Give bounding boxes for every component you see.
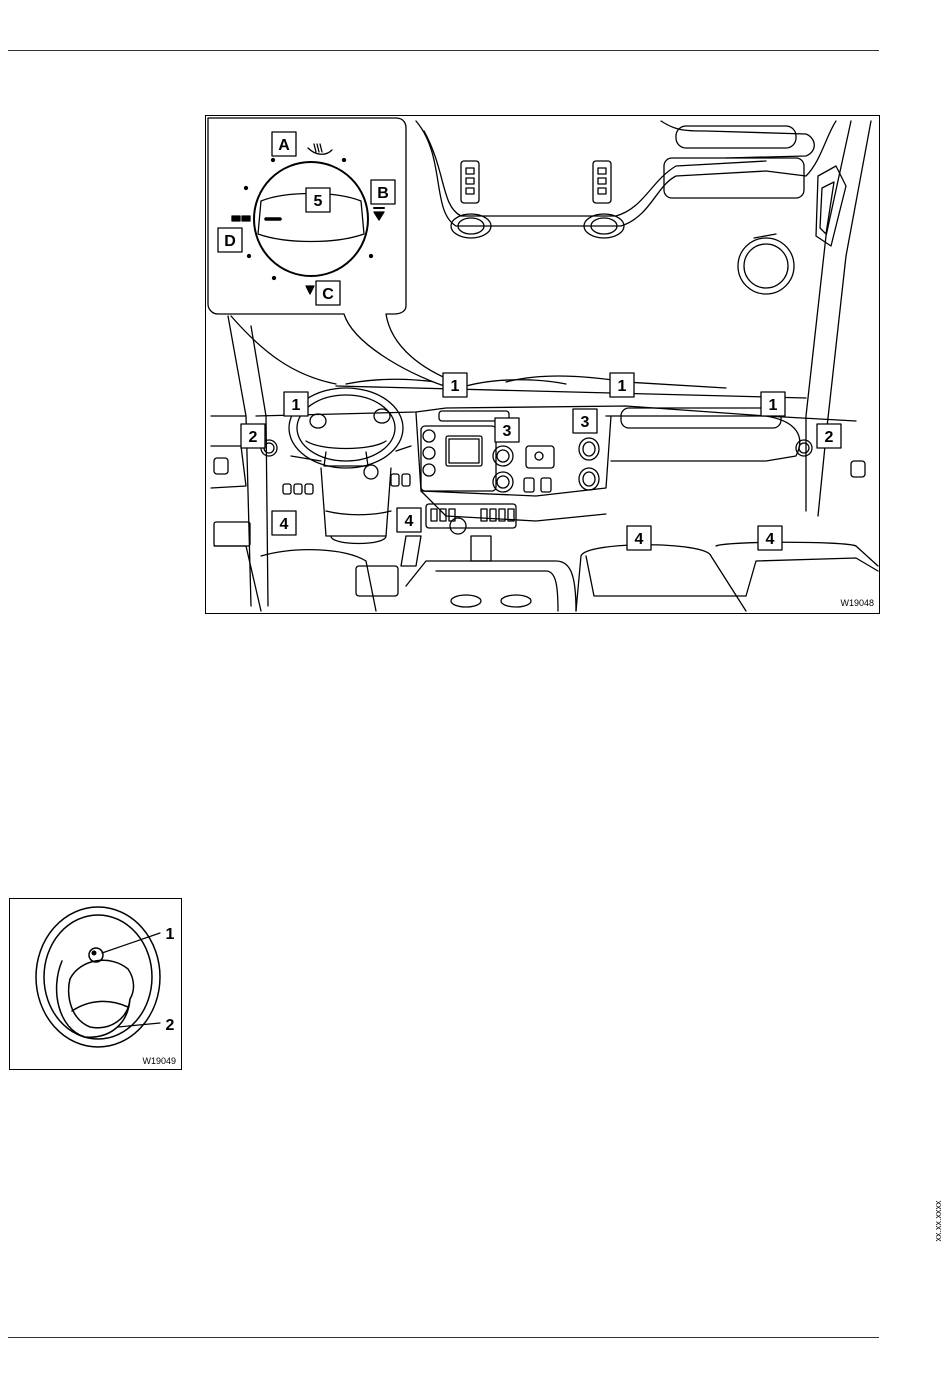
side-version-code: xx.xx.xxxx — [925, 1186, 950, 1256]
callout-wiper-right: 1 — [769, 397, 778, 414]
callout-wiper-driver: 1 — [292, 397, 301, 414]
callout-center-vent-left: 3 — [503, 423, 512, 440]
vent-drawing — [36, 907, 160, 1047]
callout-footwell-center: 4 — [405, 513, 414, 530]
vent-figure-id: W19049 — [142, 1056, 176, 1066]
left-pillar — [211, 316, 268, 606]
inset-panel — [208, 118, 466, 388]
callout-footwell-driver: 4 — [280, 516, 289, 533]
inset-label-b: B — [377, 185, 389, 202]
header-rule — [8, 50, 879, 51]
figure-id: W19048 — [840, 598, 874, 608]
overhead-console — [416, 121, 836, 238]
windscreen — [231, 316, 806, 398]
callout-center-vent-right: 3 — [581, 414, 590, 431]
vent-label-nozzle: 1 — [166, 926, 175, 943]
inset-label-a: A — [278, 137, 290, 154]
side-version-code-text: xx.xx.xxxx — [933, 1200, 943, 1241]
callout-footwell-passenger: 4 — [635, 531, 644, 548]
callout-wiper-left: 1 — [451, 378, 460, 395]
callout-side-vent-left: 2 — [249, 429, 258, 446]
vent-label-ring: 2 — [166, 1017, 175, 1034]
inset-label-c: C — [322, 286, 334, 303]
footer-rule — [8, 1337, 879, 1338]
callout-wiper-center: 1 — [618, 378, 627, 395]
inset-label-knob: 5 — [314, 193, 323, 210]
inset-label-d: D — [224, 233, 236, 250]
callout-footwell-right: 4 — [766, 531, 775, 548]
air-vent-figure: 1 2 W19049 — [9, 898, 182, 1070]
callout-side-vent-right: 2 — [825, 429, 834, 446]
cab-interior-figure: A B D C 5 1 1 1 1 2 2 3 3 4 4 4 4 W19048 — [205, 115, 880, 614]
